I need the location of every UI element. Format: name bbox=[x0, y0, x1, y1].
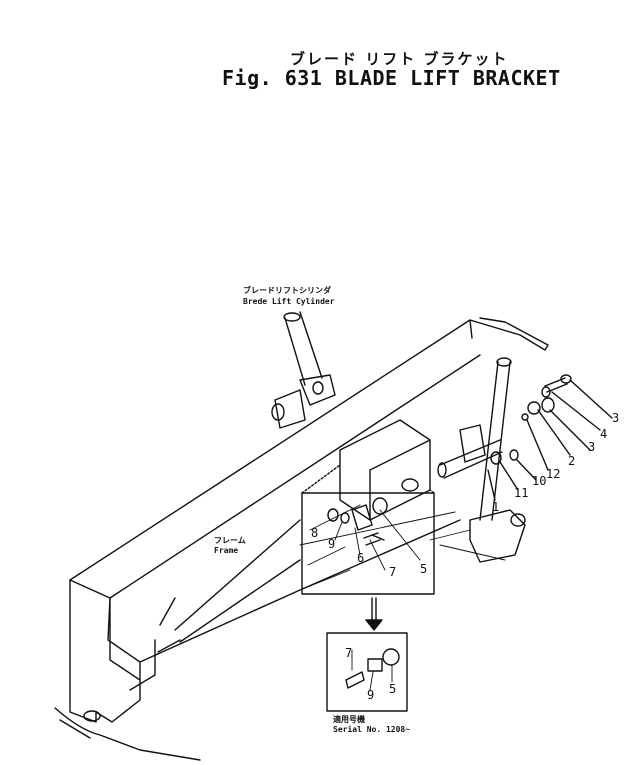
spacer-12 bbox=[521, 413, 529, 421]
callout-3-top: 3 bbox=[612, 411, 620, 425]
frame-diagonal bbox=[159, 519, 301, 643]
callout-1: 1 bbox=[492, 500, 500, 514]
bracket-body bbox=[339, 419, 431, 521]
callout-6: 6 bbox=[357, 551, 365, 565]
callout-2: 2 bbox=[568, 454, 576, 468]
frame-label: Frame bbox=[214, 546, 239, 555]
frame-label-japanese: フレーム bbox=[214, 536, 246, 545]
rod-top bbox=[496, 357, 512, 367]
pin-yoke bbox=[459, 424, 486, 463]
bushing-10 bbox=[509, 449, 519, 461]
washer-2 bbox=[527, 401, 541, 415]
callout-7: 7 bbox=[389, 565, 397, 579]
figure-title: Fig. 631 BLADE LIFT BRACKET bbox=[222, 66, 561, 90]
callout-11: 11 bbox=[514, 486, 529, 500]
callout-4: 4 bbox=[600, 427, 608, 441]
callout-5: 5 bbox=[420, 562, 428, 576]
detail-part-8 bbox=[327, 508, 339, 522]
rod-bracket bbox=[469, 509, 526, 563]
cylinder-eye-2 bbox=[312, 381, 324, 395]
cylinder-clevis bbox=[274, 374, 336, 429]
serial-label-japanese: 適用号機 bbox=[333, 715, 365, 724]
frame-bottom bbox=[107, 519, 461, 681]
washer-3 bbox=[541, 397, 555, 413]
serial-callout-7: 7 bbox=[345, 646, 353, 660]
cross-pin bbox=[439, 439, 503, 479]
frame-beam bbox=[69, 317, 549, 599]
detail-part-6 bbox=[351, 504, 373, 531]
callout-10: 10 bbox=[532, 474, 547, 488]
figure-title-japanese: ブレード リフト ブラケット bbox=[290, 50, 509, 68]
cylinder-label-japanese: ブレードリフトシリンダ bbox=[243, 286, 331, 295]
end-roller bbox=[83, 710, 101, 722]
pin-end bbox=[437, 462, 447, 478]
detail-part-5 bbox=[372, 497, 388, 515]
frame-end-detail bbox=[129, 639, 181, 691]
callout-8: 8 bbox=[311, 526, 319, 540]
rod-bracket-eye bbox=[510, 513, 526, 527]
frame-end-plate bbox=[69, 579, 141, 723]
serial-plate-9 bbox=[367, 658, 383, 672]
frame-base bbox=[54, 707, 201, 761]
bracket-boss bbox=[401, 478, 419, 492]
cylinder-eye bbox=[271, 403, 285, 421]
callout-9: 9 bbox=[328, 537, 336, 551]
detail-part-9 bbox=[340, 512, 350, 524]
washer-4 bbox=[541, 386, 551, 398]
serial-washer-5 bbox=[382, 648, 400, 666]
serial-label: Serial No. 1208~ bbox=[333, 725, 411, 734]
serial-detail-box bbox=[326, 632, 408, 712]
serial-bolt-7 bbox=[345, 671, 365, 689]
cylinder-label: Brede Lift Cylinder bbox=[243, 297, 335, 306]
bushing-11 bbox=[490, 451, 502, 465]
serial-callout-9: 9 bbox=[367, 688, 375, 702]
arrow-head bbox=[365, 619, 383, 631]
detail-box bbox=[301, 492, 435, 595]
vertical-rod bbox=[479, 361, 511, 521]
detail-bolt-7 bbox=[363, 532, 385, 546]
cylinder-top bbox=[283, 312, 301, 322]
callout-12: 12 bbox=[546, 467, 561, 481]
lift-cylinder-rod bbox=[284, 311, 323, 386]
arrow-shaft bbox=[371, 597, 377, 621]
serial-callout-5: 5 bbox=[389, 682, 397, 696]
callout-3-bottom: 3 bbox=[588, 440, 596, 454]
